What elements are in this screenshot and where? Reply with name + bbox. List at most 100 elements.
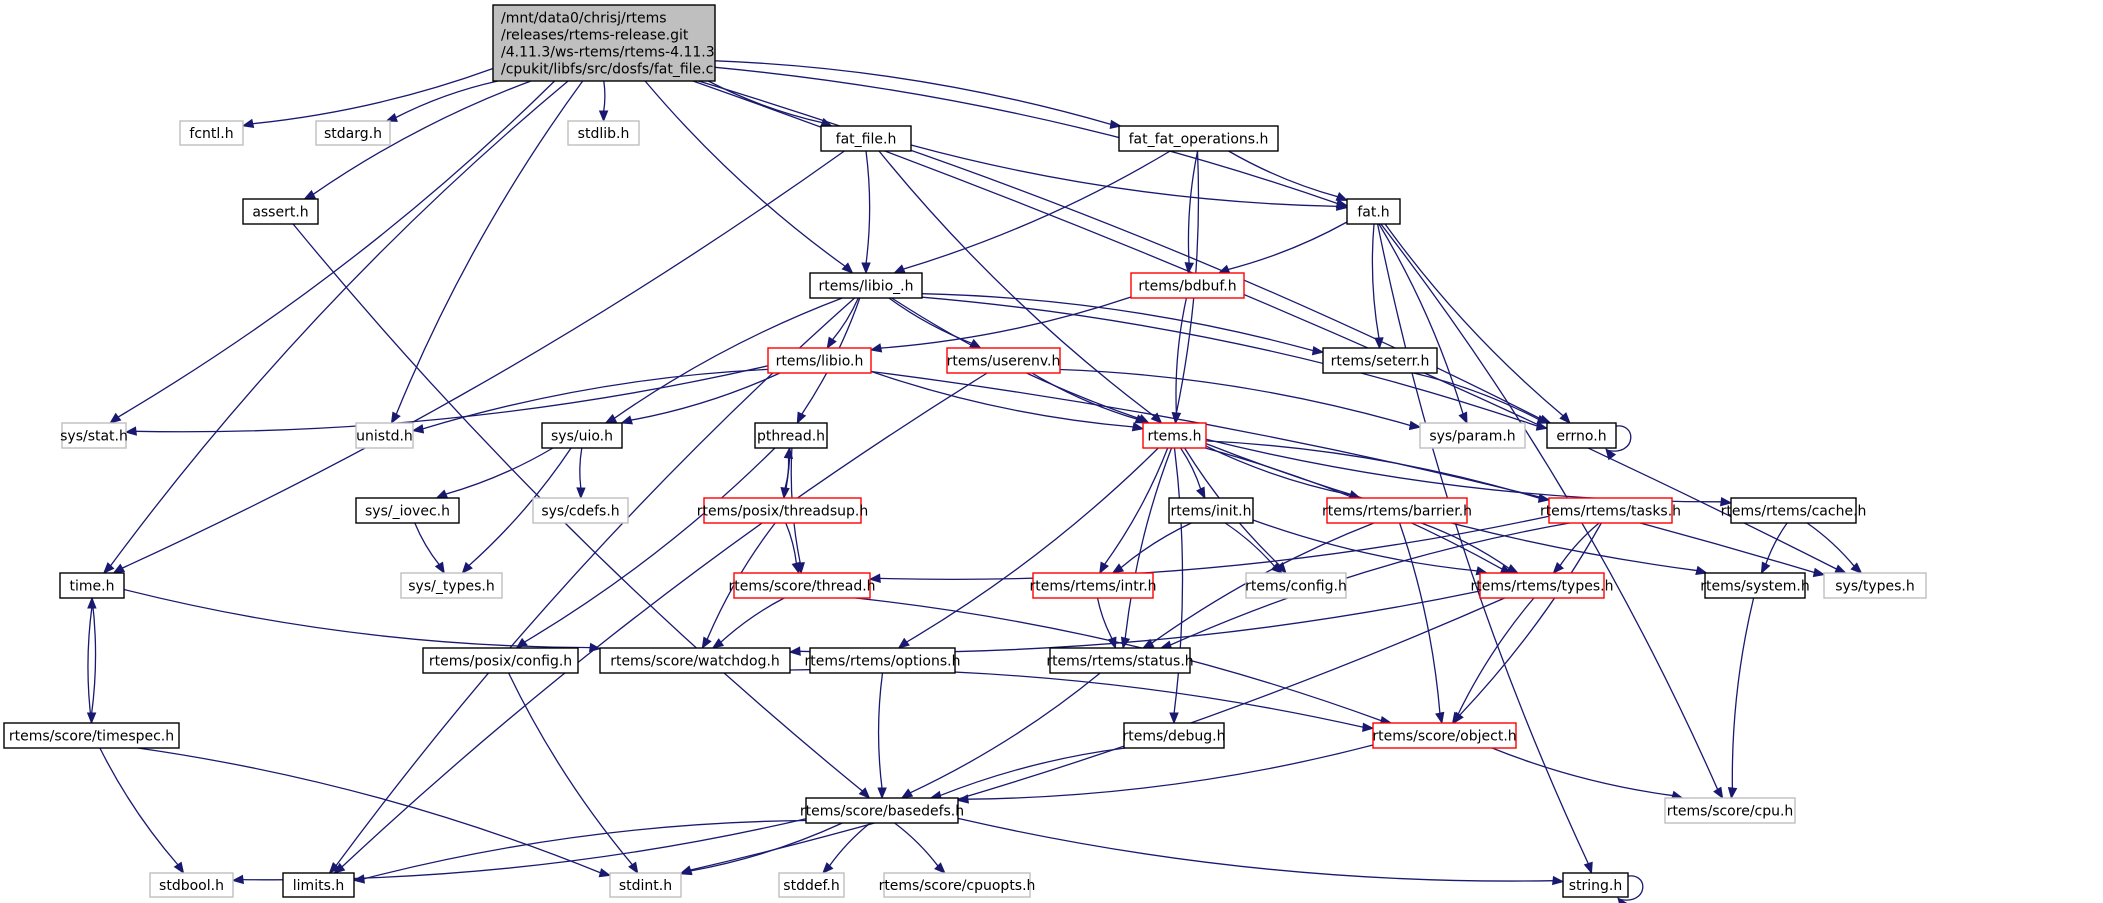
edge-threadsup-to-thread [785, 522, 801, 575]
node-fat[interactable]: fat.h [1346, 198, 1401, 225]
edge-root-to-stdarg [385, 80, 499, 122]
edge-tasks-to-thread [868, 515, 1550, 583]
edge-barrier-to-object [1398, 522, 1445, 725]
edge-line [1420, 522, 1511, 570]
edge-fat_fat_ops-to-bdbuf [1184, 150, 1199, 275]
node-string[interactable]: string.h [1562, 872, 1629, 898]
edge-line [1180, 447, 1202, 491]
node-basedefs[interactable]: rtems/score/basedefs.h [800, 797, 964, 824]
node-label: sys/uio.h [551, 429, 613, 445]
node-barrier[interactable]: rtems/rtems/barrier.h [1322, 497, 1472, 524]
node-cpuopts[interactable]: rtems/score/cpuopts.h [879, 872, 1036, 898]
node-stdlib[interactable]: stdlib.h [567, 120, 640, 146]
arrowhead-icon [390, 411, 401, 425]
node-time[interactable]: time.h [59, 572, 125, 599]
node-status[interactable]: rtems/rtems/status.h [1046, 647, 1194, 674]
node-sys-cdefs[interactable]: sys/cdefs.h [532, 497, 629, 524]
node-label: time.h [70, 579, 115, 595]
arrowhead-icon [620, 415, 633, 425]
arrowhead-icon [461, 561, 473, 575]
edge-line [1173, 447, 1184, 715]
node-cache[interactable]: rtems/rtems/cache.h [1721, 497, 1867, 524]
edge-line [957, 817, 1555, 882]
arrowhead-icon [1559, 412, 1571, 424]
arrowhead-icon [900, 788, 914, 799]
node-config[interactable]: rtems/config.h [1245, 572, 1347, 599]
node-unistd[interactable]: unistd.h [355, 422, 414, 449]
node-intr[interactable]: rtems/rtems/intr.h [1029, 572, 1157, 599]
arrowhead-icon [1150, 412, 1163, 424]
arrowhead-icon [1109, 119, 1123, 130]
arrowhead-icon [411, 424, 425, 434]
node-options[interactable]: rtems/rtems/options.h [805, 647, 961, 674]
node-threadsup[interactable]: rtems/posix/threadsup.h [697, 497, 868, 524]
edge-line [340, 372, 988, 868]
edge-line [1558, 522, 1600, 567]
arrowhead-icon [1535, 421, 1549, 431]
node-fat-file[interactable]: fat_file.h [820, 125, 912, 152]
node-stdbool[interactable]: stdbool.h [149, 872, 234, 898]
node-sys-iovec[interactable]: sys/_iovec.h [355, 497, 460, 524]
arrowhead-icon [1362, 722, 1375, 732]
edge-fat_file-to-fat [910, 144, 1349, 211]
edge-root-to-time [102, 80, 569, 574]
node-debug[interactable]: rtems/debug.h [1123, 722, 1226, 749]
node-cpu[interactable]: rtems/score/cpu.h [1664, 797, 1796, 824]
node-box [1730, 497, 1857, 524]
edge-pthread-to-posix_config [515, 447, 776, 649]
node-userenv[interactable]: rtems/userenv.h [946, 347, 1061, 374]
edge-rtems-to-tasks [1205, 440, 1551, 503]
node-system[interactable]: rtems/system.h [1700, 572, 1810, 599]
node-stdarg[interactable]: stdarg.h [315, 120, 391, 146]
node-rtypes[interactable]: rtems/rtems/types.h [1471, 572, 1614, 599]
node-box [754, 422, 828, 449]
edge-line [1491, 747, 1674, 797]
node-box [61, 422, 127, 449]
node-timespec[interactable]: rtems/score/timespec.h [3, 722, 180, 749]
node-box [1322, 347, 1438, 374]
arrowhead-icon [1537, 493, 1551, 503]
node-sys-types[interactable]: sys/types.h [1823, 572, 1927, 599]
node-pthread[interactable]: pthread.h [754, 422, 828, 449]
node-sys-uio[interactable]: sys/uio.h [541, 422, 623, 449]
arrowhead-icon [102, 562, 115, 574]
edge-line [865, 150, 871, 265]
node-box [1142, 422, 1207, 449]
node-label: sys/_types.h [408, 579, 494, 595]
edge-line [1458, 522, 1602, 717]
node-watchdog[interactable]: rtems/score/watchdog.h [599, 647, 791, 674]
node-fcntl[interactable]: fcntl.h [179, 120, 244, 146]
node-sys-param[interactable]: sys/param.h [1419, 422, 1526, 449]
node-init[interactable]: rtems/init.h [1168, 497, 1254, 524]
node-box [599, 647, 791, 674]
node-stdint[interactable]: stdint.h [609, 872, 682, 898]
node-label: rtems/libio.h [776, 354, 864, 370]
node-posix-config[interactable]: rtems/posix/config.h [422, 647, 579, 674]
node-bdbuf[interactable]: rtems/bdbuf.h [1130, 272, 1245, 299]
edge-line [444, 447, 554, 496]
edge-object-to-basedefs [956, 744, 1374, 804]
node-libio[interactable]: rtems/libio.h [767, 347, 872, 374]
node-label: rtems/rtems/tasks.h [1540, 504, 1681, 520]
node-object[interactable]: rtems/score/object.h [1372, 722, 1517, 749]
node-thread[interactable]: rtems/score/thread.h [728, 572, 876, 599]
node-sys--types[interactable]: sys/_types.h [400, 572, 503, 599]
node-assert[interactable]: assert.h [242, 198, 319, 225]
node-box [400, 572, 503, 599]
edge-cache-to-sys_types [1806, 522, 1863, 574]
node-box [1562, 872, 1629, 898]
node-fat-fat-ops[interactable]: fat_fat_operations.h [1118, 125, 1279, 152]
arrowhead-icon [701, 636, 712, 650]
node-seterr[interactable]: rtems/seterr.h [1322, 347, 1438, 374]
node-label: rtems/score/object.h [1372, 729, 1516, 745]
node-errno[interactable]: errno.h [1546, 422, 1617, 449]
node-sys-stat[interactable]: sys/stat.h [60, 422, 128, 449]
node-libio-[interactable]: rtems/libio_.h [809, 272, 923, 299]
edge-init-to-intr [1111, 522, 1192, 574]
node-rtems[interactable]: rtems.h [1142, 422, 1207, 449]
node-box [1346, 198, 1401, 225]
node-limits[interactable]: limits.h [282, 872, 355, 898]
node-tasks[interactable]: rtems/rtems/tasks.h [1540, 497, 1681, 524]
edge-userenv-to-sys_param [1059, 368, 1422, 431]
node-stddef[interactable]: stddef.h [778, 872, 845, 898]
